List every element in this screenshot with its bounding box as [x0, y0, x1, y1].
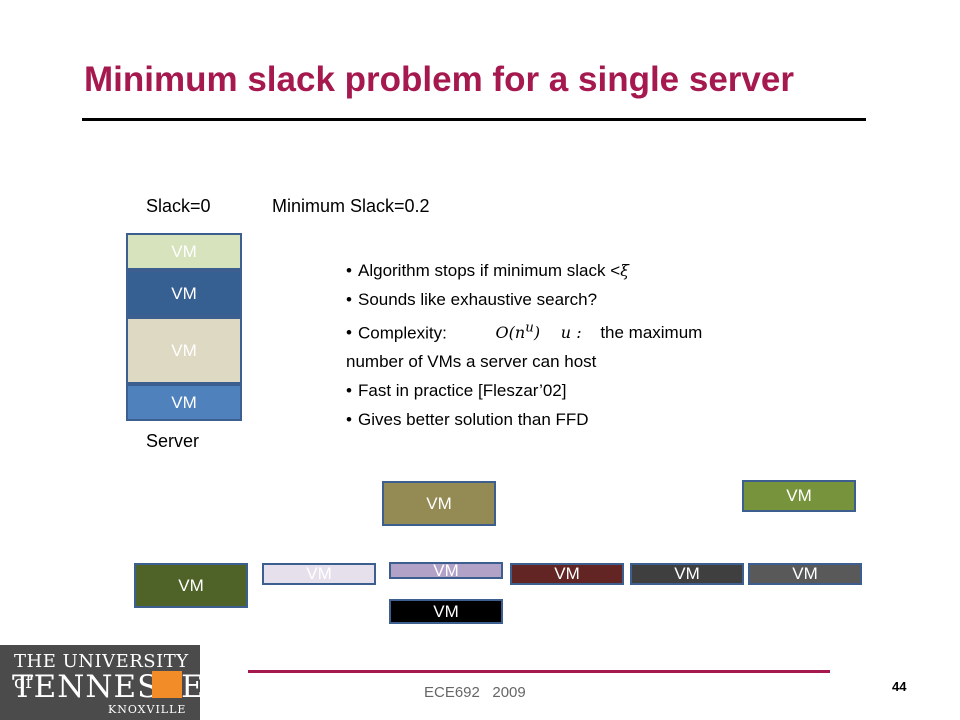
vm-label: VM: [306, 564, 332, 583]
bullet-text: the maximum: [600, 323, 703, 343]
server-vm-3: VM: [126, 317, 242, 384]
u-variable: u :: [560, 323, 582, 343]
server-vm-1: VM: [126, 233, 242, 270]
vm-label: VM: [171, 392, 197, 412]
complexity-formula: O(nu): [495, 321, 541, 343]
vm-label: VM: [171, 340, 197, 360]
vm-label: VM: [171, 241, 197, 261]
bullet-text: Algorithm stops if minimum slack <: [358, 261, 621, 280]
server-vm-2: VM: [126, 270, 242, 317]
slack-label: Slack=0: [146, 196, 211, 216]
loose-vm-green: VM: [742, 480, 856, 512]
bullet-text: Sounds like exhaustive search?: [358, 290, 598, 309]
bullet-better: •Gives better solution than FFD: [346, 410, 589, 430]
bullet-exhaustive: •Sounds like exhaustive search?: [346, 290, 598, 309]
loose-vm-gray: VM: [748, 563, 862, 585]
vm-label: VM: [433, 601, 459, 621]
logo-line-3: KNOXVILLE: [108, 703, 187, 716]
vm-label: VM: [674, 564, 700, 583]
formula-close: ): [533, 323, 541, 343]
bullet-fast: •Fast in practice [Fleszar’02]: [346, 381, 567, 401]
title-divider: [82, 118, 866, 121]
formula-base: O(n: [495, 323, 526, 343]
loose-vm-lavender: VM: [262, 563, 376, 585]
loose-vm-maroon: VM: [510, 563, 624, 585]
server-label: Server: [146, 431, 200, 451]
bullet-complexity-cont: number of VMs a server can host: [346, 352, 597, 372]
slide-title: Minimum slack problem for a single serve…: [84, 60, 794, 99]
bullet-text: Complexity:: [358, 323, 447, 343]
university-logo: THE UNIVERSITY of TENNESSEE KNOXVILLE: [0, 645, 227, 720]
vm-label: VM: [426, 493, 452, 513]
vm-label: VM: [178, 575, 204, 595]
footer-divider: [248, 670, 830, 673]
vm-label: VM: [171, 283, 197, 303]
loose-vm-dark-olive: VM: [134, 563, 248, 608]
minimum-slack-label: Minimum Slack=0.2: [272, 196, 430, 216]
xi-symbol: ξ: [620, 261, 629, 280]
loose-vm-purple: VM: [389, 562, 503, 579]
bullet-text: Gives better solution than FFD: [358, 410, 589, 430]
vm-label: VM: [786, 486, 812, 505]
server-stack: VM VM VM VM: [126, 233, 242, 421]
bullet-text: Fast in practice [Fleszar’02]: [358, 381, 567, 401]
loose-vm-charcoal: VM: [630, 563, 744, 585]
formula-exponent: u: [525, 321, 534, 336]
page-number: 44: [892, 679, 907, 694]
bullet-list: •Algorithm stops if minimum slack <ξ •So…: [346, 256, 746, 434]
bullet-complexity: •Complexity: O(nu) u : the maximum: [346, 321, 703, 343]
loose-vm-black: VM: [389, 599, 503, 624]
logo-line-2: TENNESSEE: [12, 669, 229, 705]
footer-course: ECE692 2009: [424, 684, 526, 701]
bullet-stop-condition: •Algorithm stops if minimum slack <ξ: [346, 261, 629, 280]
ut-mark-icon: [152, 671, 182, 698]
server-vm-4: VM: [126, 384, 242, 421]
logo-line-1: THE UNIVERSITY of: [14, 651, 189, 693]
vm-label: VM: [554, 564, 580, 583]
vm-label: VM: [792, 564, 818, 583]
vm-label: VM: [433, 562, 459, 579]
loose-vm-olive: VM: [382, 481, 496, 526]
